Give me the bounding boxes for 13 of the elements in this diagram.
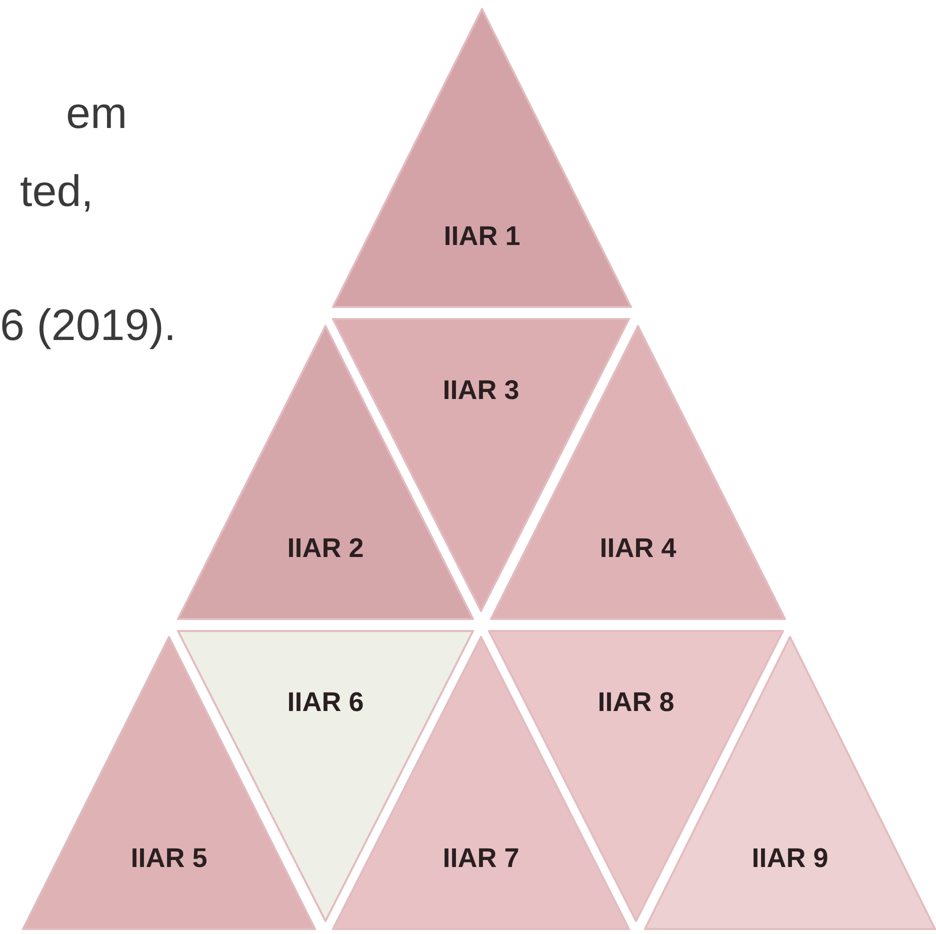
tile-label: IIAR 3 xyxy=(442,374,520,407)
tile-label: IIAR 2 xyxy=(287,532,364,565)
tile-label: IIAR 9 xyxy=(752,842,828,875)
triangle-tile xyxy=(332,8,632,308)
tile-label: IIAR 7 xyxy=(442,842,520,875)
tile-label: IIAR 5 xyxy=(130,842,208,875)
tile-label: IIAR 6 xyxy=(287,686,364,719)
tile-label: IIAR 4 xyxy=(600,532,676,565)
tile-label: IIAR 8 xyxy=(598,686,674,719)
text-fragment: ted, xyxy=(20,166,94,218)
tile-label: IIAR 1 xyxy=(444,220,520,253)
text-fragment: em xyxy=(66,88,128,140)
text-fragment: 6 (2019). xyxy=(0,300,176,352)
